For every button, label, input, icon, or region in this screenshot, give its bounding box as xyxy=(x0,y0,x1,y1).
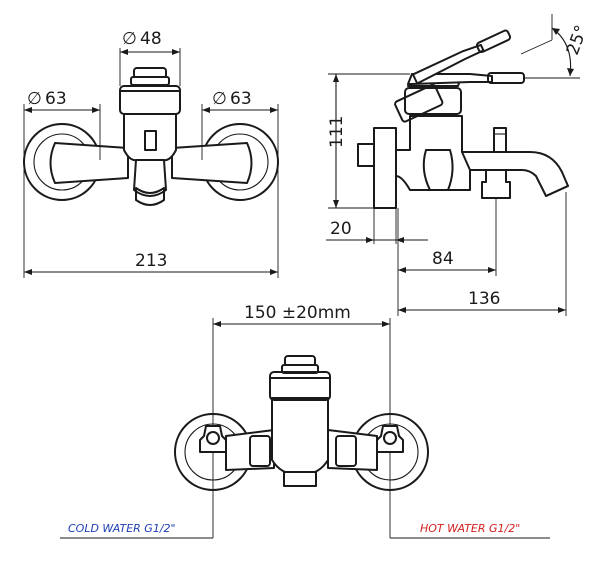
front-view: ∅ 48 ∅ 63 ∅ 63 xyxy=(23,29,279,278)
dim-flange-left-symbol: ∅ xyxy=(27,89,42,109)
aerator-outlet xyxy=(133,159,167,206)
lever-stub xyxy=(144,130,157,151)
dim-total-depth-value: 136 xyxy=(468,289,500,309)
dim-lever-angle-value: 25° xyxy=(563,23,592,58)
dim-flange-right-symbol: ∅ xyxy=(212,89,227,109)
dim-flange-right-value: 63 xyxy=(230,89,252,109)
bottom-view: 150 ±20mm xyxy=(60,303,550,539)
dim-head-diameter-value: 48 xyxy=(140,29,162,49)
dim-head-diameter-symbol: ∅ xyxy=(122,29,137,49)
cold-inlet-connector xyxy=(199,425,227,453)
bottom-center-body xyxy=(271,397,329,476)
side-lever xyxy=(407,29,525,85)
dim-height: 111 xyxy=(327,73,410,209)
hot-inlet-connector xyxy=(376,425,404,453)
dim-flange-right: ∅ 63 xyxy=(201,89,279,160)
cold-water-leader: COLD WATER G1/2" xyxy=(60,478,214,539)
right-arm xyxy=(171,142,253,184)
side-spout xyxy=(461,151,569,197)
dim-centers-value: 150 ±20mm xyxy=(244,303,351,323)
dim-flange-left: ∅ 63 xyxy=(23,89,101,160)
cold-water-label: COLD WATER G1/2" xyxy=(68,522,176,535)
dim-flange-left-value: 63 xyxy=(45,89,67,109)
bottom-cartridge-head xyxy=(269,355,331,401)
dim-total-width: 213 xyxy=(23,166,279,278)
dim-total-width-value: 213 xyxy=(135,251,167,271)
cartridge-head xyxy=(119,67,181,115)
dim-spout-outlet: 84 xyxy=(397,198,497,316)
dim-lever-angle: 25° xyxy=(520,14,592,79)
dim-height-value: 111 xyxy=(327,116,347,148)
dim-spout-outlet-value: 84 xyxy=(432,249,454,269)
diverter-knob xyxy=(493,127,507,153)
dim-total-depth: 136 xyxy=(398,192,567,316)
side-coupling xyxy=(422,149,454,191)
dim-flange-depth: 20 xyxy=(326,208,428,244)
side-flange xyxy=(357,127,397,209)
dim-flange-depth-value: 20 xyxy=(330,219,352,239)
bottom-outlet xyxy=(283,471,317,487)
bottom-boss-left xyxy=(249,435,271,467)
hot-water-leader: HOT WATER G1/2" xyxy=(389,478,550,539)
side-outlet xyxy=(481,169,511,199)
bottom-boss-right xyxy=(335,435,357,467)
hot-water-label: HOT WATER G1/2" xyxy=(420,522,520,535)
side-view: 25° 111 20 84 xyxy=(326,14,592,316)
dim-head-diameter: ∅ 48 xyxy=(119,29,181,86)
left-arm xyxy=(49,142,129,184)
